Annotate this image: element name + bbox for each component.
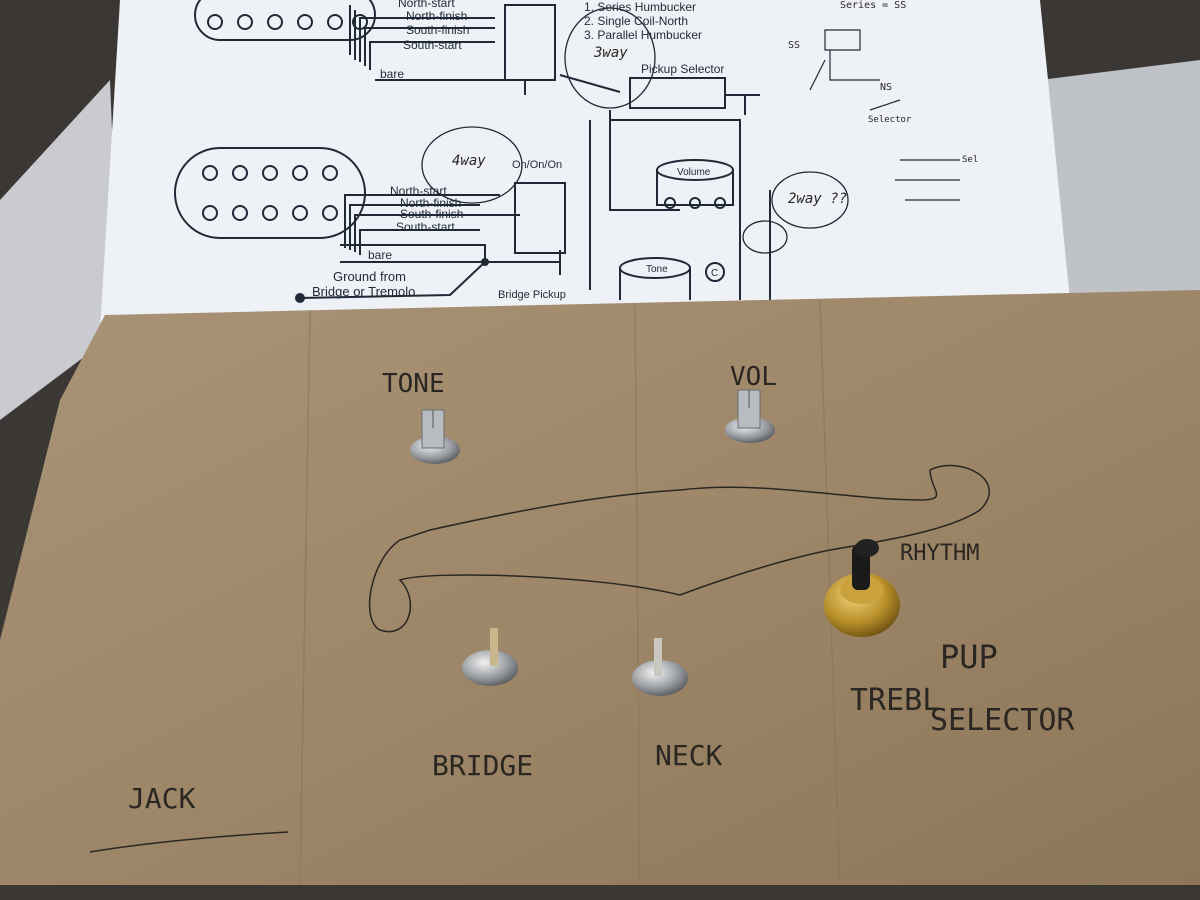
pickup-selector-toggle <box>824 539 900 637</box>
bridge-switch <box>462 628 518 686</box>
label-vol: VOL <box>730 362 777 392</box>
label-trebl: TREBL <box>850 683 940 718</box>
bridge-pickup-label: Bridge Pickup <box>498 289 566 301</box>
note-sel: Sel <box>962 155 978 165</box>
option-series: 1. Series Humbucker <box>584 0 696 14</box>
volume-pot <box>725 389 775 443</box>
cardboard-board <box>0 290 1200 885</box>
label-jack: JACK <box>128 782 196 815</box>
pole-pieces <box>207 14 368 30</box>
label-bare-bottom: bare <box>368 248 392 262</box>
jack-underline <box>89 831 289 853</box>
label-south-start-bottom: South-start <box>396 220 455 234</box>
ground-label-line1: Ground from <box>333 269 406 284</box>
label-selector: SELECTOR <box>930 703 1075 738</box>
option-parallel: 3. Parallel Humbucker <box>584 28 702 42</box>
note-selector: Selector <box>868 115 912 125</box>
volume-pot-label: Volume <box>677 167 711 178</box>
label-north-start-bottom: North-start <box>390 184 447 198</box>
switch-type-label: On/On/On <box>512 159 562 171</box>
label-south-finish-bottom: South-finish <box>400 207 463 221</box>
note-ss: SS <box>788 40 800 51</box>
neck-switch <box>632 638 688 696</box>
guitar-body-sketch <box>368 464 990 633</box>
tone-pot-label: Tone <box>646 264 668 275</box>
ground-label-line2: Bridge or Tremolo <box>312 284 415 299</box>
wiring-diagram-paper <box>100 0 1070 330</box>
label-north-finish-top: North-finish <box>406 9 467 23</box>
label-rhythm: RHYTHM <box>900 541 979 566</box>
label-north-finish-bottom: North-finish <box>400 196 461 210</box>
label-neck: NECK <box>655 739 723 772</box>
label-bare-top: bare <box>380 67 404 81</box>
table-surface-right <box>1040 60 1200 330</box>
pickup-selector-label: Pickup Selector <box>641 62 724 76</box>
label-bridge: BRIDGE <box>432 749 533 782</box>
option-single-coil: 2. Single Coil-North <box>584 14 688 28</box>
note-series: Series = SS <box>840 0 906 11</box>
diagram-text: North-start North-finish South-finish So… <box>312 0 978 301</box>
note-ns: NS <box>880 82 892 93</box>
label-south-finish-top: South-finish <box>406 23 469 37</box>
label-north-start-top: North-start <box>398 0 455 10</box>
tone-pot <box>410 409 460 464</box>
note-3way: 3way <box>593 45 628 61</box>
label-tone: TONE <box>382 369 445 399</box>
capacitor-label: C <box>711 268 718 279</box>
table-surface <box>0 80 120 420</box>
label-pup: PUP <box>940 638 998 676</box>
note-4way: 4way <box>452 153 486 169</box>
board-labels: TONE VOL RHYTHM PUP TREBL SELECTOR BRIDG… <box>89 362 1075 853</box>
note-2way: 2way ?? <box>788 191 847 207</box>
wiring-diagram <box>174 0 960 303</box>
label-south-start-top: South-start <box>403 38 462 52</box>
